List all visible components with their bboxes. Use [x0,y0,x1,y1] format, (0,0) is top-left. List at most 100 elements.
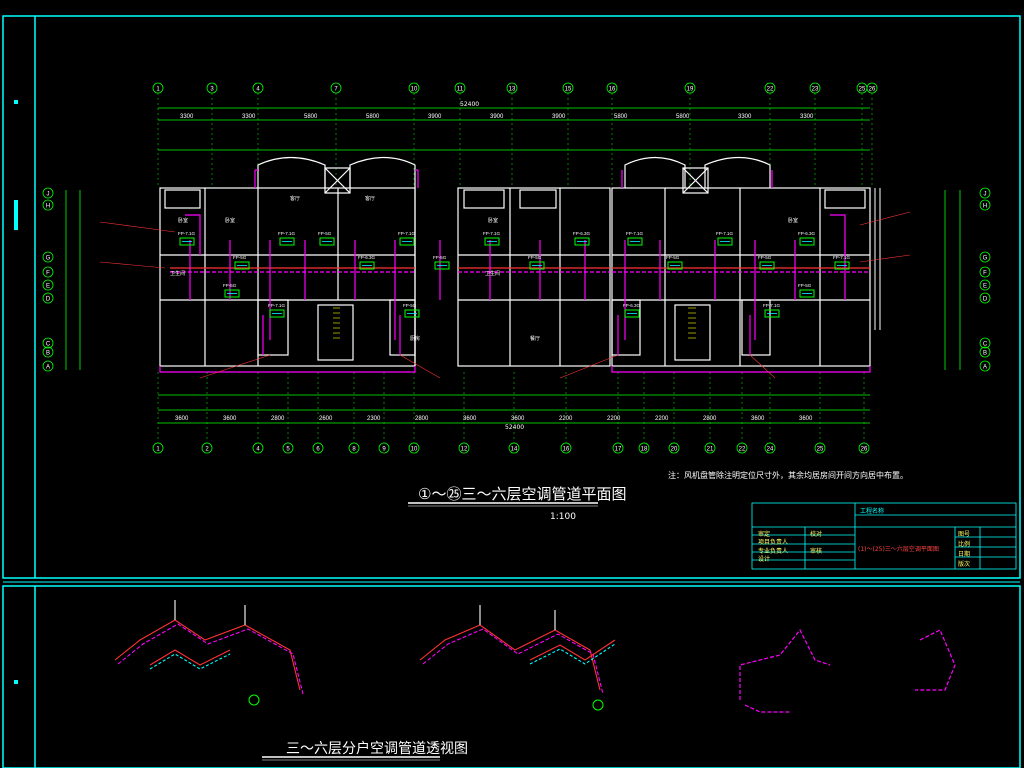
axis-bubble-top: 16 [606,82,618,94]
axis-bubble-top: 25 [856,82,868,94]
svg-text:A: A [983,365,987,371]
axis-bubble-bottom: 8 [348,442,360,454]
svg-text:25: 25 [859,87,866,93]
top-dim-text: 5800 [614,114,628,120]
room-label: 厨房 [410,335,420,342]
axis-bubble-row: F [42,266,54,278]
svg-text:17: 17 [615,447,622,453]
room-label: 餐厅 [530,335,540,342]
top-dim-text: 3900 [552,114,566,120]
svg-text:13: 13 [509,87,516,93]
top-dim-text: 3900 [490,114,504,120]
axis-bubble-bottom: 20 [668,442,680,454]
title-block-row-3: 设计 [758,556,771,563]
axis-bubble-row: A [42,360,54,372]
svg-text:16: 16 [609,87,616,93]
plan-title: ①～㉕三～六层空调管道平面图 [418,485,627,503]
grid-axis-lines [157,93,873,443]
svg-text:J: J [984,192,987,198]
axis-bubble-row: E [42,279,54,291]
title-block-row-4: 校对 [810,531,823,538]
title-block-drawing-name: (1)～(25)三～六层空调平面图 [858,546,939,553]
svg-text:10: 10 [411,447,418,453]
svg-text:8: 8 [352,447,356,453]
drawing-frames [2,15,1021,768]
bottom-dim-text: 2200 [607,416,621,422]
svg-text:7: 7 [334,87,338,93]
axis-bubble-row: C [42,337,54,349]
svg-text:FP-6.3G: FP-6.3G [623,303,641,308]
bottom-dim-text: 2800 [271,416,285,422]
svg-text:FP-6.3G: FP-6.3G [798,231,816,236]
svg-text:2: 2 [205,447,209,453]
bottom-dim-text: 2600 [319,416,333,422]
axis-bubble-top: 1 [152,82,164,94]
svg-text:FP-5G: FP-5G [403,303,417,308]
room-label: 卫生间 [485,270,500,277]
svg-text:FP-5G: FP-5G [223,283,237,288]
binding-margin-marks [14,100,18,684]
title-block-field-0: 图号 [958,531,971,538]
isometric-diagram-1 [114,600,304,695]
overall-dim-top: 52400 [460,101,480,108]
svg-text:J: J [47,192,50,198]
bottom-dim-text: 3600 [223,416,237,422]
svg-text:5: 5 [286,447,290,453]
svg-text:22: 22 [767,87,774,93]
title-block-project: 工程名称 [860,508,885,515]
fan-coil-unit: FP-5G [528,255,545,270]
axis-bubble-row: H [979,199,991,211]
axis-bubble-bottom: 24 [764,442,776,454]
axis-bubble-top: 26 [866,82,878,94]
bottom-dim-text: 2800 [415,416,429,422]
title-block-row-0: 审定 [758,531,771,538]
svg-text:FP-5G: FP-5G [666,255,680,260]
axis-bubble-top: 15 [562,82,574,94]
axis-bubble-top: 23 [809,82,821,94]
svg-text:D: D [983,297,988,303]
svg-text:11: 11 [457,87,464,93]
svg-text:21: 21 [707,447,714,453]
axis-bubble-bottom: 1 [152,442,164,454]
axis-bubble-row: E [979,279,991,291]
svg-text:9: 9 [382,447,386,453]
svg-text:FP-5G: FP-5G [318,231,332,236]
svg-text:G: G [46,256,51,262]
axis-bubble-row: G [42,251,54,263]
axis-bubble-top: 3 [206,82,218,94]
top-dim-text: 3300 [180,114,194,120]
svg-text:FP-5G: FP-5G [433,255,447,260]
fan-coil-unit: FP-5G [798,283,815,298]
bottom-dim-text: 2800 [703,416,717,422]
top-dim-text: 3300 [738,114,752,120]
plan-note: 注：风机盘管除注明定位尺寸外，其余均居房间开间方向居中布置。 [668,471,908,480]
title-block-field-3: 版次 [958,561,971,568]
overall-dim-bottom: 52400 [505,424,525,431]
svg-text:18: 18 [641,447,648,453]
axis-bubble-row: B [42,346,54,358]
refrigerant-pipes [170,240,870,340]
svg-text:D: D [46,297,51,303]
axis-bubble-top: 11 [454,82,466,94]
top-dim-text: 5800 [304,114,318,120]
top-dimension-lines [158,107,870,151]
fan-coil-unit: FP-6.3G [573,231,591,246]
svg-text:FP-5G: FP-5G [758,255,772,260]
axis-bubble-bottom: 17 [612,442,624,454]
axis-bubble-bottom: 26 [858,442,870,454]
room-label: 客厅 [290,195,300,202]
svg-text:A: A [46,365,50,371]
axis-bubble-bottom: 4 [252,442,264,454]
svg-text:15: 15 [565,87,572,93]
svg-text:16: 16 [563,447,570,453]
plan-scale: 1:100 [550,512,576,522]
fan-coil-unit: FP-7.1G [483,231,501,246]
svg-text:H: H [983,204,987,210]
svg-text:26: 26 [861,447,868,453]
svg-text:H: H [46,204,50,210]
outdoor-pipe-risers [185,214,846,355]
